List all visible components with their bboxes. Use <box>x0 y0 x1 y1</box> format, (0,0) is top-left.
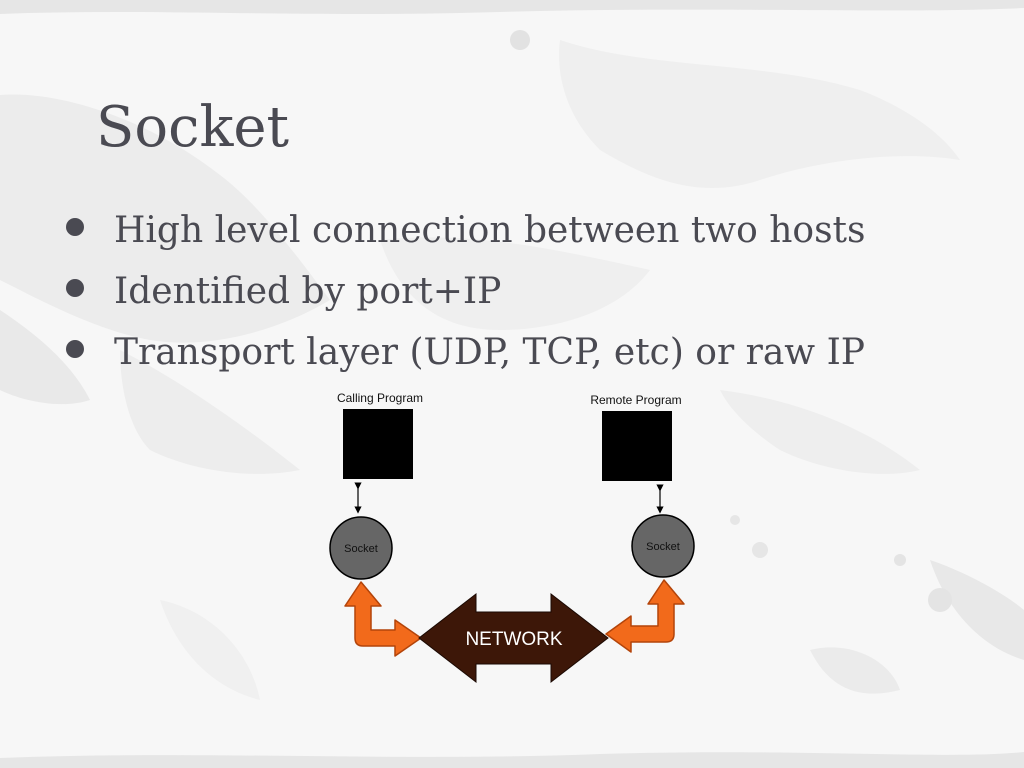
network-arrow <box>418 592 609 684</box>
left-orange-arrow <box>344 581 422 657</box>
network-label: NETWORK <box>465 629 562 650</box>
right-socket-circle <box>631 514 695 578</box>
left-socket-label: Socket <box>344 543 378 555</box>
bullet-dot-icon <box>66 340 84 358</box>
right-socket-label: Socket <box>646 541 680 553</box>
bullet-item: High level connection between two hosts <box>66 202 866 263</box>
slide-title: Socket <box>96 95 290 160</box>
calling-program-box <box>343 409 413 479</box>
remote-program-label: Remote Program <box>590 393 681 407</box>
calling-program-label: Calling Program <box>337 391 423 405</box>
right-orange-arrow <box>605 579 685 653</box>
bullet-item: Identified by port+IP <box>66 263 866 324</box>
bullet-dot-icon <box>66 279 84 297</box>
bullet-text: High level connection between two hosts <box>114 210 866 251</box>
bullet-item: Transport layer (UDP, TCP, etc) or raw I… <box>66 324 866 385</box>
remote-program-box <box>602 411 672 481</box>
bullet-list: High level connection between two hosts … <box>66 202 866 385</box>
left-socket-circle <box>329 516 393 580</box>
bullet-dot-icon <box>66 218 84 236</box>
bullet-text: Identified by port+IP <box>114 271 502 312</box>
bullet-text: Transport layer (UDP, TCP, etc) or raw I… <box>114 332 866 373</box>
